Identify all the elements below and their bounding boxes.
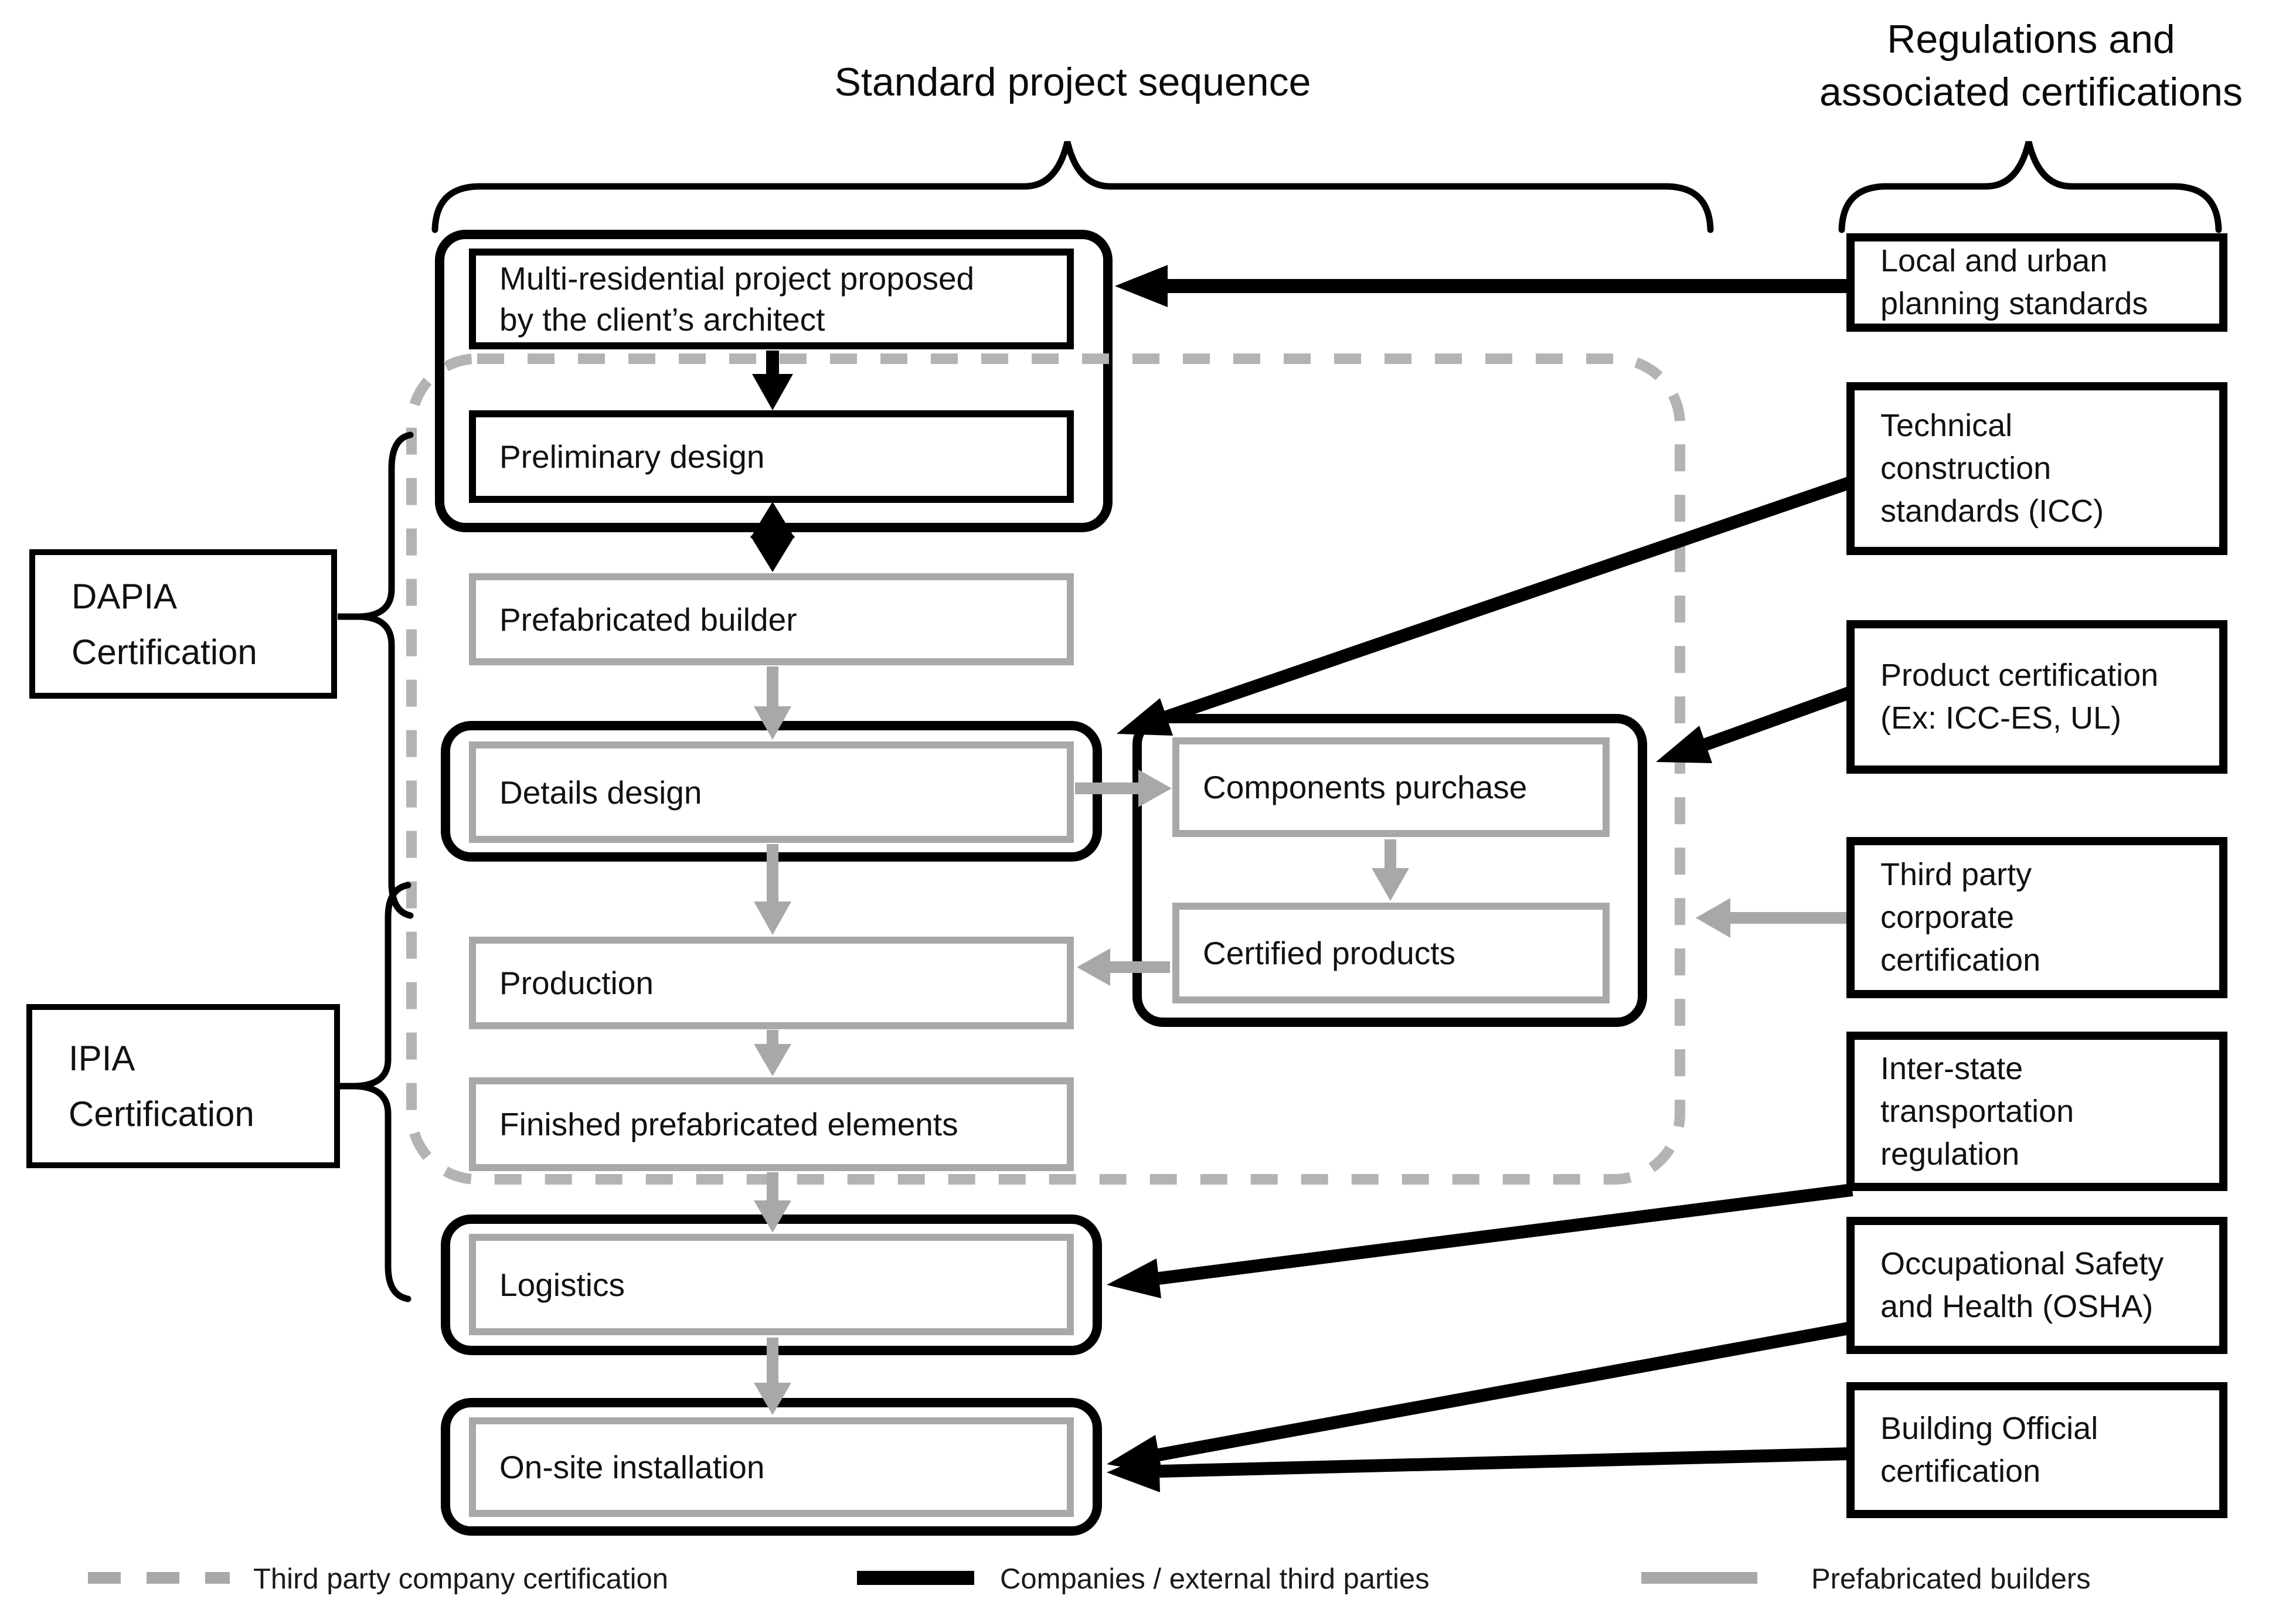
flow-step-finished-elements: Finished prefabricated elements xyxy=(469,1077,1074,1171)
flow-step-logistics: Logistics xyxy=(469,1234,1074,1335)
arrowhead-osha-to-onsite xyxy=(1107,1435,1162,1474)
arrowhead-production-to-finished xyxy=(754,1044,791,1076)
details-design-text: Details design xyxy=(499,774,702,811)
flow-step-components-purchase: Components purchase xyxy=(1172,737,1610,837)
local-urban-text: Local and urban planning standards xyxy=(1880,243,2148,321)
arrow-interstate-to-logistics xyxy=(1158,1183,1853,1285)
product-cert-text: Product certification (Ex: ICC-ES, UL) xyxy=(1880,658,2159,736)
arrow-icc-to-details xyxy=(1164,475,1855,723)
reg-box-third-party-corp: Third party corporate certification xyxy=(1846,837,2227,998)
technical-icc-text: Technical construction standards (ICC) xyxy=(1880,408,2104,529)
certified-products-text: Certified products xyxy=(1203,935,1456,971)
reg-box-interstate: Inter-state transportation regulation xyxy=(1846,1032,2227,1191)
prefabricated-builder-text: Prefabricated builder xyxy=(499,601,797,638)
arrowhead-local-to-multires xyxy=(1115,265,1168,307)
flow-step-multi-residential: Multi-residential project proposed by th… xyxy=(469,249,1074,349)
arrowhead-thirdparty-to-region xyxy=(1696,898,1730,938)
finished-elements-text: Finished prefabricated elements xyxy=(499,1106,958,1142)
label-dapia-certification: DAPIA Certification xyxy=(29,549,337,699)
flow-step-preliminary-design: Preliminary design xyxy=(469,410,1074,503)
arrowhead-details-to-production xyxy=(754,901,791,935)
reg-box-technical-icc: Technical construction standards (ICC) xyxy=(1846,382,2227,555)
components-purchase-text: Components purchase xyxy=(1203,769,1528,805)
arrow-osha-to-onsite xyxy=(1158,1321,1853,1461)
arrow-productcert-to-components xyxy=(1703,685,1855,751)
production-text: Production xyxy=(499,965,654,1001)
third-party-corp-text: Third party corporate certification xyxy=(1880,857,2041,978)
arrowhead-certified-to-production xyxy=(1077,948,1110,986)
arrowhead-official-to-onsite xyxy=(1107,1450,1160,1492)
onsite-installation-text: On-site installation xyxy=(499,1449,765,1485)
flow-column-title: Standard project sequence xyxy=(834,60,1311,104)
logistics-text: Logistics xyxy=(499,1266,625,1303)
regulations-column-title: Regulations and associated certification… xyxy=(1819,17,2243,114)
flow-step-onsite-installation: On-site installation xyxy=(469,1417,1074,1517)
interstate-text: Inter-state transportation regulation xyxy=(1880,1050,2074,1172)
reg-box-local-urban: Local and urban planning standards xyxy=(1846,233,2227,332)
flow-step-prefabricated-builder: Prefabricated builder xyxy=(469,573,1074,665)
brace-ipia xyxy=(355,882,411,1302)
flow-step-details-design: Details design xyxy=(469,741,1074,843)
flow-step-production: Production xyxy=(469,937,1074,1029)
building-official-text: Building Official certification xyxy=(1880,1411,2098,1489)
dapia-label-text: DAPIA Certification xyxy=(72,576,257,672)
label-ipia-certification: IPIA Certification xyxy=(26,1004,340,1168)
brace-standard-sequence xyxy=(431,141,1714,233)
double-arrow-down xyxy=(750,536,795,572)
arrow-official-to-onsite xyxy=(1159,1447,1853,1478)
osha-text: Occupational Safety and Health (OSHA) xyxy=(1880,1246,2164,1324)
ipia-label-text: IPIA Certification xyxy=(69,1039,254,1134)
reg-box-product-cert: Product certification (Ex: ICC-ES, UL) xyxy=(1846,620,2227,774)
multi-residential-text: Multi-residential project proposed by th… xyxy=(499,260,975,338)
flow-step-certified-products: Certified products xyxy=(1172,903,1610,1003)
legend-companies-external: Companies / external third parties xyxy=(1000,1563,1430,1595)
reg-box-building-official: Building Official certification xyxy=(1846,1382,2227,1518)
legend-prefabricated-builders: Prefabricated builders xyxy=(1811,1563,2091,1595)
legend-third-party-certification: Third party company certification xyxy=(253,1563,669,1595)
brace-regulations xyxy=(1838,141,2222,233)
arrowhead-productcert-to-components xyxy=(1656,726,1712,763)
arrowhead-interstate-to-logistics xyxy=(1107,1258,1161,1298)
brace-dapia xyxy=(359,431,414,919)
reg-box-osha: Occupational Safety and Health (OSHA) xyxy=(1846,1217,2227,1354)
preliminary-design-text: Preliminary design xyxy=(499,438,765,475)
